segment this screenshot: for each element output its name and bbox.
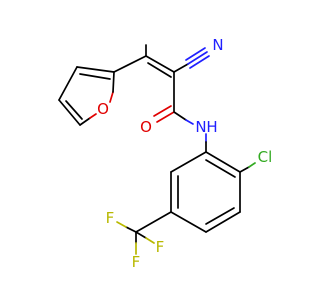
bond-cf3-f3-b	[145, 237, 155, 244]
atom-label-nitrile-n: N	[212, 36, 223, 54]
bond-furan-o-c2-a	[109, 91, 114, 103]
bond-cf3-f3-a	[135, 231, 147, 239]
bond-furan-c2-c3	[76, 66, 115, 73]
bond-furan-c4-c5	[58, 99, 81, 126]
atom-labels: N O O N H Cl F F F	[97, 36, 272, 271]
atom-label-furan-o: O	[97, 100, 109, 118]
bond-c-o-1	[156, 111, 175, 123]
bond-furan-c5-o-b	[89, 113, 97, 119]
bond-benz-c3-c4-double	[205, 207, 235, 225]
bond-benz-c6-c1	[170, 151, 207, 173]
atom-label-amide-n: N	[195, 118, 206, 136]
atom-label-fluorine-2: F	[132, 253, 141, 271]
bond-c-n	[173, 111, 187, 121]
bond-c-cl-a	[239, 166, 250, 173]
molecule-structure: N O O N H Cl F F F	[58, 36, 272, 271]
bond-c-c-vinyl	[145, 55, 175, 73]
bond-benz-c1-c2-double	[205, 159, 236, 178]
bond-cf3-f1-b	[116, 221, 127, 228]
bond-c-cl-b	[248, 162, 256, 168]
atom-label-fluorine-3: F	[156, 238, 165, 256]
atom-label-carbonyl-o: O	[140, 118, 152, 136]
bond-benz-c4-c5	[170, 211, 207, 233]
bond-benz-c3-c4	[205, 211, 241, 233]
bond-c-n-b	[185, 119, 194, 125]
bond-furan-c2-c3-double	[79, 73, 111, 80]
bond-furan-c5-o-a	[79, 117, 91, 126]
bonds	[58, 44, 256, 255]
bond-furan-c3-c4	[58, 66, 78, 101]
bond-c-o-2	[153, 105, 172, 117]
bond-cf3-f1-a	[125, 226, 137, 233]
bond-nitrile-3	[189, 55, 210, 69]
bond-c-c-vinyl-double	[147, 62, 172, 78]
bond-benz-c1-c2	[205, 151, 241, 173]
bond-vinyl-furan	[113, 55, 147, 73]
bond-c-cf3	[135, 211, 172, 233]
bond-c-cn	[173, 63, 189, 73]
atom-label-fluorine-1: F	[106, 209, 115, 227]
bond-furan-o-c2-b	[112, 71, 115, 93]
atom-label-chlorine: Cl	[258, 148, 273, 166]
bond-nitrile-2	[185, 47, 206, 61]
bond-furan-c4-c5-double	[65, 100, 83, 120]
bond-nitrile-1	[187, 51, 208, 65]
atom-label-amide-h: H	[206, 118, 217, 136]
